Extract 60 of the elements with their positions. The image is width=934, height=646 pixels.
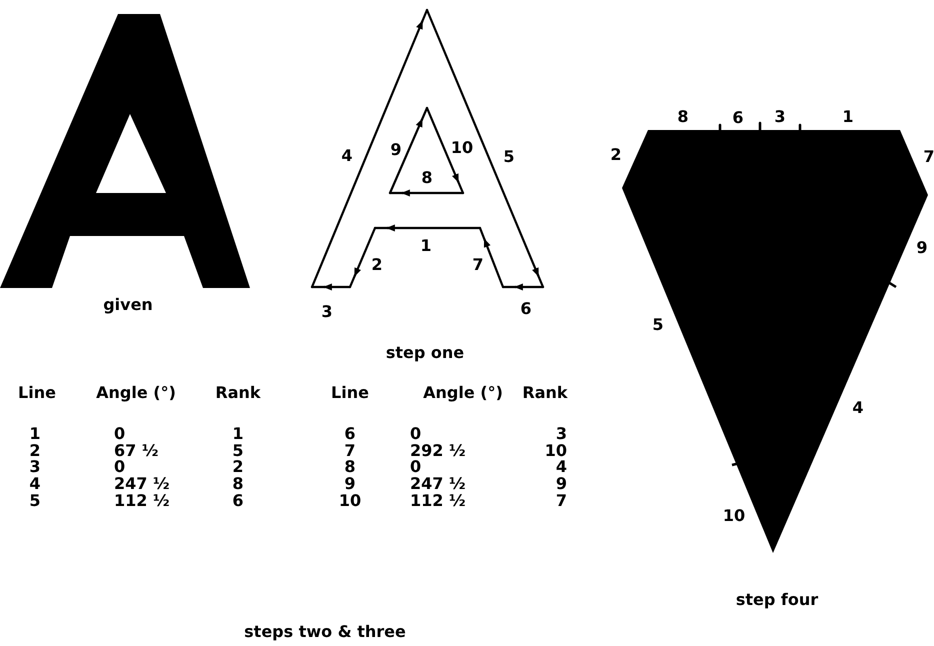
line-number: 4 [341, 147, 353, 165]
table-cell: 292 ½ [410, 442, 466, 460]
line-number: 8 [421, 169, 433, 187]
table-cell: 8 [232, 475, 244, 493]
line-number: 10 [450, 139, 474, 157]
line-number: 9 [916, 239, 928, 257]
column-header: Line [331, 384, 369, 402]
table-cell: 10 [338, 492, 362, 510]
line-number: 5 [503, 148, 515, 166]
table-cell: 10 [544, 442, 567, 460]
table-cell: 6 [232, 492, 244, 510]
line-number: 1 [420, 237, 432, 255]
table-cell: 112 ½ [114, 492, 170, 510]
table-cell: 4 [29, 475, 41, 493]
table-cell: 5 [232, 442, 244, 460]
line-number: 3 [774, 108, 786, 126]
line-number: 6 [732, 109, 744, 127]
table-cell: 2 [29, 442, 41, 460]
table-cell: 112 ½ [410, 492, 466, 510]
line-number: 4 [852, 399, 864, 417]
line-number: 9 [390, 141, 402, 159]
table-cell: 0 [114, 425, 126, 443]
line-number: 5 [652, 316, 664, 334]
line-number: 8 [677, 108, 689, 126]
table-cell: 247 ½ [410, 475, 466, 493]
figure-caption: given [103, 296, 153, 314]
column-header: Rank [215, 384, 261, 402]
table-cell: 67 ½ [114, 442, 158, 460]
figure-caption: step one [386, 344, 464, 362]
line-number: 6 [520, 300, 532, 318]
line-number: 1 [842, 108, 854, 126]
column-header: Angle (°) [423, 384, 503, 402]
table-cell: 6 [344, 425, 356, 443]
table-cell: 7 [344, 442, 356, 460]
line-number: 7 [923, 148, 934, 166]
table-cell: 3 [556, 425, 567, 443]
column-header: Line [18, 384, 56, 402]
table-cell: 3 [29, 458, 41, 476]
table-cell: 9 [344, 475, 356, 493]
table-cell: 0 [410, 425, 422, 443]
table-cell: 4 [556, 458, 567, 476]
table-cell: 7 [556, 492, 567, 510]
line-number: 7 [472, 256, 484, 274]
line-number: 2 [371, 256, 383, 274]
table-cell: 1 [29, 425, 41, 443]
column-header: Rank [522, 384, 568, 402]
table-cell: 8 [344, 458, 356, 476]
table-cell: 247 ½ [114, 475, 170, 493]
column-header: Angle (°) [96, 384, 176, 402]
table-cell: 0 [410, 458, 422, 476]
figure-caption: step four [736, 591, 818, 609]
line-number: 10 [722, 507, 746, 525]
line-number: 2 [610, 146, 622, 164]
table-cell: 0 [114, 458, 126, 476]
table-cell: 1 [232, 425, 244, 443]
table-cell: 5 [29, 492, 41, 510]
figure-caption: steps two & three [244, 623, 406, 641]
line-number: 3 [321, 303, 333, 321]
table-cell: 9 [556, 475, 567, 493]
table-cell: 2 [232, 458, 244, 476]
